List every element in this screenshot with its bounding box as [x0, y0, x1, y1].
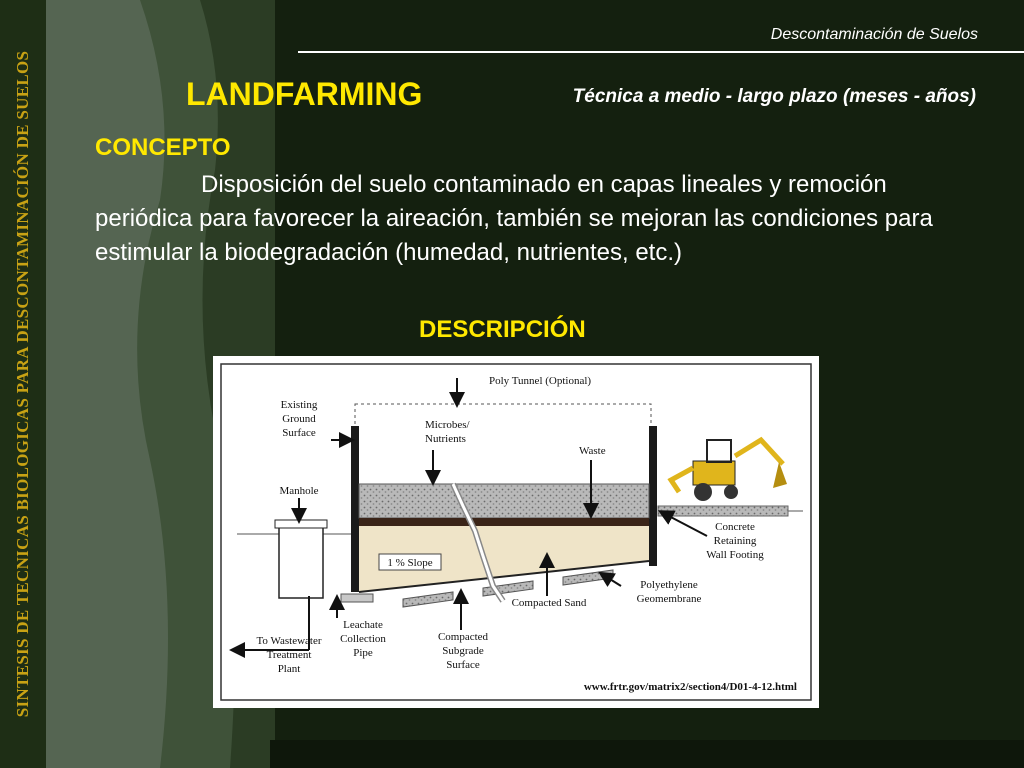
label-wastewater-2: Treatment	[267, 649, 312, 661]
label-slope: 1 % Slope	[387, 557, 432, 569]
page-title: LANDFARMING	[186, 76, 423, 112]
label-microbes-2: Nutrients	[425, 433, 466, 445]
sidebar: SINTESIS DE TECNICAS BIOLOGICAS PARA DES…	[0, 0, 46, 768]
label-wastewater-1: To Wastewater	[256, 635, 321, 647]
label-polyethylene-1: Polyethylene	[640, 579, 698, 591]
label-subgrade-2: Subgrade	[442, 645, 484, 657]
label-microbes-1: Microbes/	[425, 419, 471, 431]
header-divider	[298, 51, 1024, 53]
label-compacted-sand: Compacted Sand	[512, 597, 587, 609]
label-manhole: Manhole	[279, 485, 318, 497]
label-source-url: www.frtr.gov/matrix2/section4/D01-4-12.h…	[584, 681, 797, 693]
label-polyethylene-2: Geomembrane	[637, 593, 702, 605]
label-leachate-3: Pipe	[353, 647, 373, 659]
sidebar-title: SINTESIS DE TECNICAS BIOLOGICAS PARA DES…	[13, 50, 32, 718]
label-existing-ground-1: Existing	[281, 399, 318, 411]
label-subgrade-3: Surface	[446, 659, 480, 671]
label-concrete-3: Wall Footing	[706, 549, 764, 561]
description-heading: DESCRIPCIÓN	[419, 316, 586, 343]
label-leachate-1: Leachate	[343, 619, 383, 631]
label-waste: Waste	[579, 445, 606, 457]
label-concrete-1: Concrete	[715, 521, 755, 533]
backhoe-icon	[667, 436, 787, 501]
label-existing-ground-3: Surface	[282, 427, 316, 439]
page-subtitle: Técnica a medio - largo plazo (meses - a…	[572, 86, 976, 107]
concept-paragraph: Disposición del suelo contaminado en cap…	[95, 171, 933, 266]
label-leachate-2: Collection	[340, 633, 386, 645]
header-title: Descontaminación de Suelos	[770, 26, 978, 43]
label-concrete-2: Retaining	[714, 535, 757, 547]
label-existing-ground-2: Ground	[282, 413, 316, 425]
concept-heading: CONCEPTO	[95, 134, 231, 161]
label-wastewater-3: Plant	[278, 663, 301, 675]
label-subgrade-1: Compacted	[438, 631, 489, 643]
label-poly-tunnel: Poly Tunnel (Optional)	[489, 375, 591, 387]
landfarming-diagram: Poly Tunnel (Optional) Existing Ground S…	[213, 356, 819, 708]
